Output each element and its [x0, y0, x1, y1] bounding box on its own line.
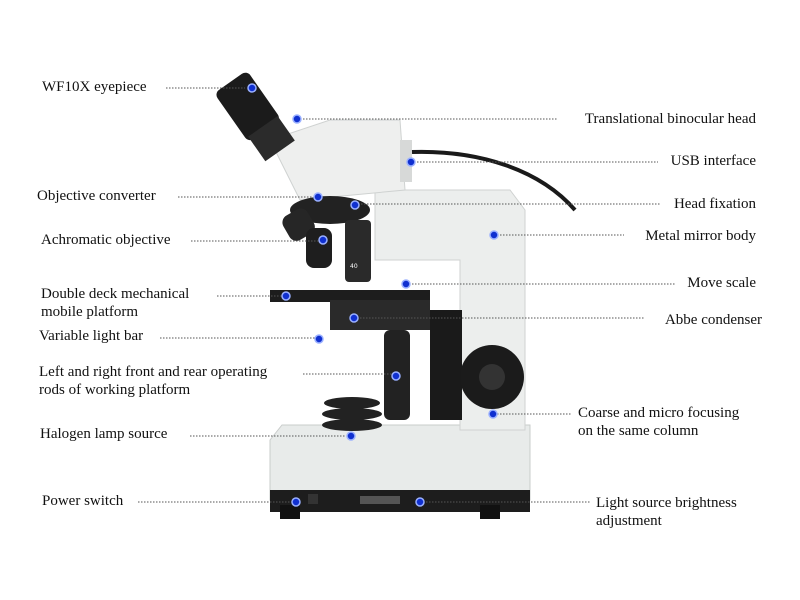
label-abbe-condenser: Abbe condenser: [664, 312, 762, 328]
marker-dot-brightness: [415, 497, 425, 507]
marker-dot-mirror-body: [489, 230, 499, 240]
label-brightness-line1: Light source brightness: [596, 495, 737, 511]
label-focusing-line1: Coarse and micro focusing: [578, 405, 740, 421]
marker-dot-eyepiece: [247, 83, 257, 93]
label-binocular-head: Translational binocular head: [584, 111, 756, 127]
label-rods: Left and right front and rear operating r…: [39, 363, 267, 399]
label-platform-line2: mobile platform: [41, 304, 139, 320]
marker-dot-usb: [406, 157, 416, 167]
label-rods-line2: rods of working platform: [39, 382, 191, 398]
label-mirror-body: Metal mirror body: [645, 228, 756, 244]
marker-dot-platform: [281, 291, 291, 301]
marker-dot-rods: [391, 371, 401, 381]
label-brightness-line2: adjustment: [596, 513, 662, 529]
label-move-scale: Move scale: [687, 275, 756, 291]
marker-dot-power-switch: [291, 497, 301, 507]
label-platform-line1: Double deck mechanical: [41, 286, 190, 302]
marker-dot-objective-converter: [313, 192, 323, 202]
marker-dot-binocular-head: [292, 114, 302, 124]
label-head-fixation: Head fixation: [673, 196, 756, 212]
label-usb-interface: USB interface: [670, 153, 756, 169]
label-focusing: Coarse and micro focusing on the same col…: [578, 404, 739, 440]
marker-dot-halogen: [346, 431, 356, 441]
label-eyepiece: WF10X eyepiece: [42, 79, 147, 95]
marker-dot-abbe-condenser: [349, 313, 359, 323]
label-platform: Double deck mechanical mobile platform: [41, 285, 189, 321]
marker-dot-focusing: [488, 409, 498, 419]
label-achromatic-objective: Achromatic objective: [41, 232, 171, 248]
objective-marking: 40: [350, 263, 358, 270]
marker-dot-head-fixation: [350, 200, 360, 210]
label-light-bar: Variable light bar: [39, 328, 144, 344]
marker-dot-move-scale: [401, 279, 411, 289]
label-objective-converter: Objective converter: [37, 188, 156, 204]
label-halogen: Halogen lamp source: [40, 426, 168, 442]
label-focusing-line2: on the same column: [578, 423, 699, 439]
marker-dot-light-bar: [314, 334, 324, 344]
label-rods-line1: Left and right front and rear operating: [39, 364, 268, 380]
label-power-switch: Power switch: [42, 493, 124, 509]
label-brightness: Light source brightness adjustment: [596, 494, 737, 530]
marker-dot-achromatic-objective: [318, 235, 328, 245]
